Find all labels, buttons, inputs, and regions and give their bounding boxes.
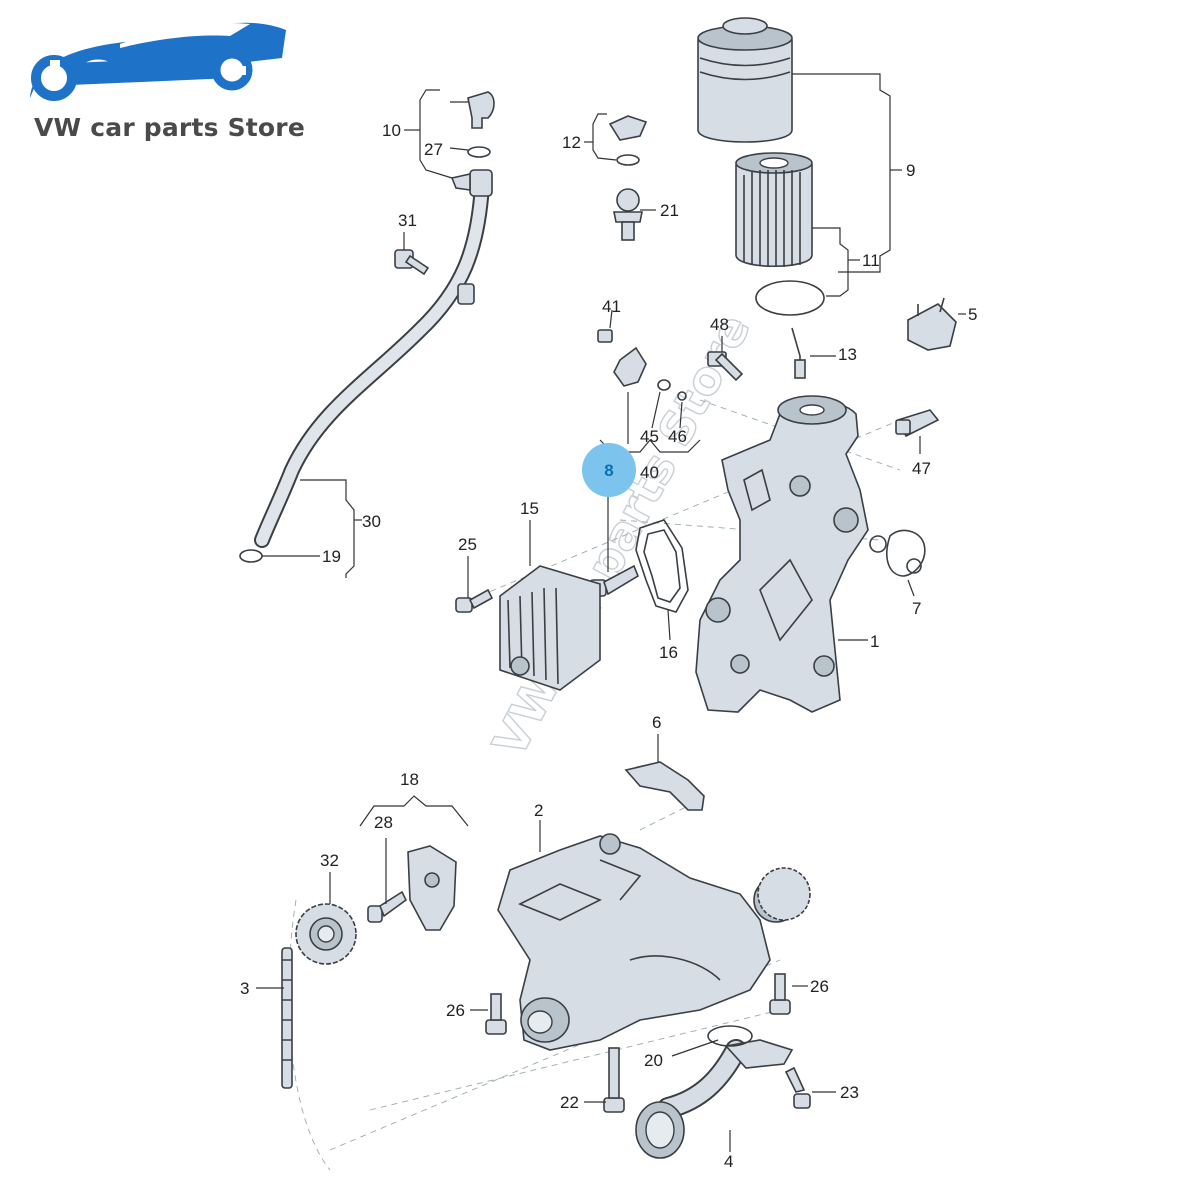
callout-40: 40 <box>640 463 659 482</box>
chain-tensioner <box>407 845 457 931</box>
callout-23: 23 <box>840 1083 859 1102</box>
sender-47 <box>895 409 940 438</box>
dipstick-handle <box>467 91 495 158</box>
callout-18: 18 <box>400 770 419 789</box>
callout-6: 6 <box>652 713 661 732</box>
sensor-48 <box>707 351 744 382</box>
oil-filter-bracket <box>695 395 869 713</box>
callout-13: 13 <box>838 345 857 364</box>
callout-12: 12 <box>562 133 581 152</box>
pump-o-ring <box>707 1025 753 1047</box>
bolt-31 <box>394 249 430 276</box>
bolt-25 <box>455 588 494 613</box>
callout-8: 8 <box>604 461 613 480</box>
callout-15: 15 <box>520 499 539 518</box>
callout-22: 22 <box>560 1093 579 1112</box>
baffle-6 <box>624 761 705 811</box>
car-wrench-logo <box>30 22 286 101</box>
callout-10: 10 <box>382 121 401 140</box>
callout-4: 4 <box>724 1152 733 1171</box>
callout-45: 45 <box>640 427 659 446</box>
bracket-5 <box>907 297 957 351</box>
callout-7: 7 <box>912 599 921 618</box>
oil-filter-housing <box>697 17 793 143</box>
suction-pipe <box>635 1039 794 1159</box>
highlight-marker: 8 <box>582 443 636 497</box>
callout-20: 20 <box>644 1051 663 1070</box>
leader-lines <box>256 73 966 1152</box>
oil-pump <box>497 833 799 1051</box>
callout-16: 16 <box>659 643 678 662</box>
sensor-13 <box>791 327 806 379</box>
callout-30: 30 <box>362 512 381 531</box>
filter-o-ring <box>755 280 825 316</box>
callout-11: 11 <box>862 251 880 270</box>
callout-26-right: 26 <box>810 977 829 996</box>
bolts-26-22-23 <box>485 973 811 1113</box>
callout-26-left: 26 <box>446 1001 465 1020</box>
dipstick-o-ring <box>239 549 263 563</box>
pump-sprocket <box>757 867 811 921</box>
callout-47: 47 <box>912 459 931 478</box>
callout-9: 9 <box>906 161 915 180</box>
sealing-plug <box>608 115 648 166</box>
callout-31: 31 <box>398 211 417 230</box>
highlight-circle <box>582 443 636 497</box>
callout-28: 28 <box>374 813 393 832</box>
oil-cooler <box>499 565 601 691</box>
store-name: VW car parts Store <box>34 113 305 142</box>
ball-stud <box>613 188 643 241</box>
callout-numbers: 1 2 3 4 5 6 7 9 10 11 12 13 15 16 18 19 … <box>240 121 977 1171</box>
valve-40-group <box>597 329 687 401</box>
callout-19: 19 <box>322 547 341 566</box>
bolt-28 <box>367 890 408 923</box>
callout-48: 48 <box>710 315 729 334</box>
callout-3: 3 <box>240 979 249 998</box>
dipstick-guide-tube <box>254 169 493 548</box>
callout-5: 5 <box>968 305 977 324</box>
callout-1: 1 <box>870 632 879 651</box>
callout-32: 32 <box>320 851 339 870</box>
drive-chain <box>281 947 293 1089</box>
gasket-7 <box>869 529 926 577</box>
callout-46: 46 <box>668 427 687 446</box>
oil-filter-element <box>735 152 813 267</box>
crank-sprocket <box>295 903 357 965</box>
callout-25: 25 <box>458 535 477 554</box>
callout-27: 27 <box>424 140 443 159</box>
gasket-16 <box>635 519 689 613</box>
callout-41: 41 <box>602 297 621 316</box>
callout-21: 21 <box>660 201 679 220</box>
callout-2: 2 <box>534 801 543 820</box>
